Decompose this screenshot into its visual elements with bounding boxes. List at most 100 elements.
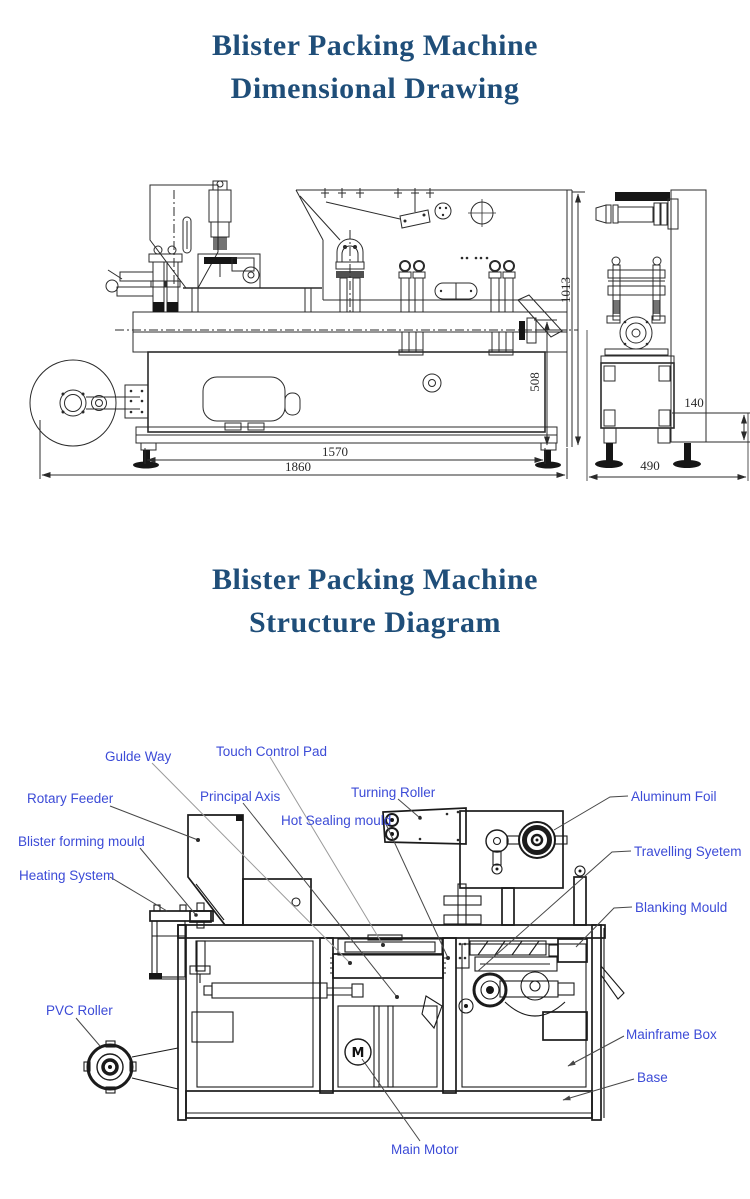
dim-1013: 1013	[558, 191, 585, 446]
rotary-feeder-hopper	[187, 814, 244, 926]
leader-main-motor	[361, 1058, 421, 1142]
side-motor	[619, 316, 653, 350]
dim-1860: 1860	[39, 420, 568, 479]
right-foot	[535, 442, 561, 469]
divider-right	[442, 937, 457, 1094]
label-principal-axis: Principal Axis	[200, 789, 281, 804]
motor-bay: M	[344, 995, 443, 1088]
press-unit	[606, 256, 666, 324]
turning-roller-bracket	[382, 807, 467, 845]
leader-touch-control-pad	[269, 756, 384, 946]
feeder-arm	[105, 269, 154, 297]
component-labels: Gulde Way Touch Control Pad Rotary Feede…	[18, 744, 742, 1157]
dim-1570: 1570	[144, 444, 546, 464]
structure-diagram: M	[18, 744, 742, 1157]
right-compartment	[461, 943, 587, 1088]
pvc-roller-assembly	[83, 1040, 179, 1094]
label-heating-system: Heating System	[19, 868, 114, 883]
leader-turning-roller	[397, 798, 421, 819]
table	[183, 287, 322, 313]
forming-station-internals	[189, 940, 364, 1043]
label-mainframe-box: Mainframe Box	[626, 1027, 717, 1042]
station-b	[335, 230, 365, 313]
tension-pendulum	[485, 829, 509, 875]
dim-140: 140	[672, 395, 750, 443]
dim-overall-height: 1013	[558, 277, 573, 303]
structure-title-line1: Blister Packing Machine	[212, 563, 538, 596]
leader-blanking-mould	[575, 906, 633, 948]
side-body	[600, 362, 675, 429]
machine-frame	[177, 924, 606, 1121]
leader-rotary-feeder	[109, 805, 199, 841]
reel-mount-plate	[124, 384, 149, 419]
side-plate	[670, 189, 707, 443]
body-cabinet	[147, 351, 546, 433]
front-view	[29, 180, 578, 469]
dim-bed-span: 1570	[322, 444, 348, 459]
leader-heating-system	[109, 876, 168, 912]
discharge-chute	[517, 294, 563, 338]
hot-sealing-station	[330, 934, 446, 979]
base-rail	[135, 426, 558, 444]
leader-base	[562, 1078, 635, 1101]
main-motor-letter: M	[352, 1046, 365, 1061]
label-blister-forming-mould: Blister forming mould	[18, 834, 145, 849]
station-a	[148, 245, 183, 313]
foil-support-column	[501, 887, 515, 926]
station-c	[398, 260, 426, 356]
label-pvc-roller: PVC Roller	[46, 1003, 113, 1018]
divider-left	[319, 937, 334, 1094]
horizontal-cylinder	[434, 282, 478, 300]
label-blanking-mould: Blanking Mould	[635, 900, 727, 915]
leader-blister-forming-mould	[139, 847, 197, 916]
feeder-station	[149, 814, 312, 980]
left-foot	[133, 442, 159, 469]
side-shelf	[542, 1011, 588, 1041]
side-view	[595, 189, 707, 468]
rocker-arm	[399, 202, 452, 229]
dim-overall-span: 1860	[285, 459, 311, 474]
structure-title-line2: Structure Diagram	[248, 606, 502, 639]
travelling-system-internals	[455, 937, 588, 1041]
deck-bolt	[189, 902, 212, 929]
label-gulde-way: Gulde Way	[105, 749, 172, 764]
side-table	[600, 355, 675, 364]
base-band	[185, 1090, 593, 1119]
top-roller-bar	[615, 192, 670, 201]
dim-508: 508	[527, 319, 557, 446]
label-hot-sealing-mould: Hot Sealing mould	[281, 813, 391, 828]
aluminum-foil-roll	[506, 821, 568, 859]
leader-pvc-roller	[75, 1017, 101, 1047]
label-rotary-feeder: Rotary Feeder	[27, 791, 114, 806]
index-shaft	[443, 883, 482, 926]
leader-hot-sealing-mould	[384, 821, 449, 959]
left-compartment	[196, 940, 314, 1088]
tower-cylinder	[204, 180, 237, 277]
label-touch-control-pad: Touch Control Pad	[216, 744, 327, 759]
foil-station	[382, 807, 587, 926]
left-wall	[177, 924, 187, 1121]
frame-bolt-marks	[321, 188, 434, 198]
roller-shaft	[595, 198, 679, 230]
leader-mainframe-box	[567, 1035, 625, 1067]
dimensional-drawing: 1013 508 1570 1860 140 490	[29, 180, 750, 481]
film-reel	[29, 359, 140, 447]
leader-lines	[75, 756, 635, 1142]
dim-bed-height: 508	[527, 372, 542, 392]
dimensions: 1013 508 1570 1860 140 490	[39, 191, 750, 481]
structure-diagram-title: Blister Packing Machine Structure Diagra…	[0, 558, 750, 644]
dimensional-drawing-title: Blister Packing Machine Dimensional Draw…	[0, 24, 750, 110]
pump-circle	[422, 373, 442, 393]
dimensional-title-line1: Blister Packing Machine	[212, 29, 538, 62]
right-wall	[591, 924, 602, 1121]
feeder-plate	[242, 878, 312, 926]
label-base: Base	[637, 1070, 668, 1085]
leader-principal-axis	[242, 802, 398, 998]
dim-side-width: 490	[640, 458, 660, 473]
crosshair-hole	[468, 199, 496, 227]
hopper	[149, 184, 219, 289]
mount-bolts	[129, 389, 144, 414]
top-frame	[295, 188, 573, 447]
outfeed-chute	[600, 964, 625, 1000]
